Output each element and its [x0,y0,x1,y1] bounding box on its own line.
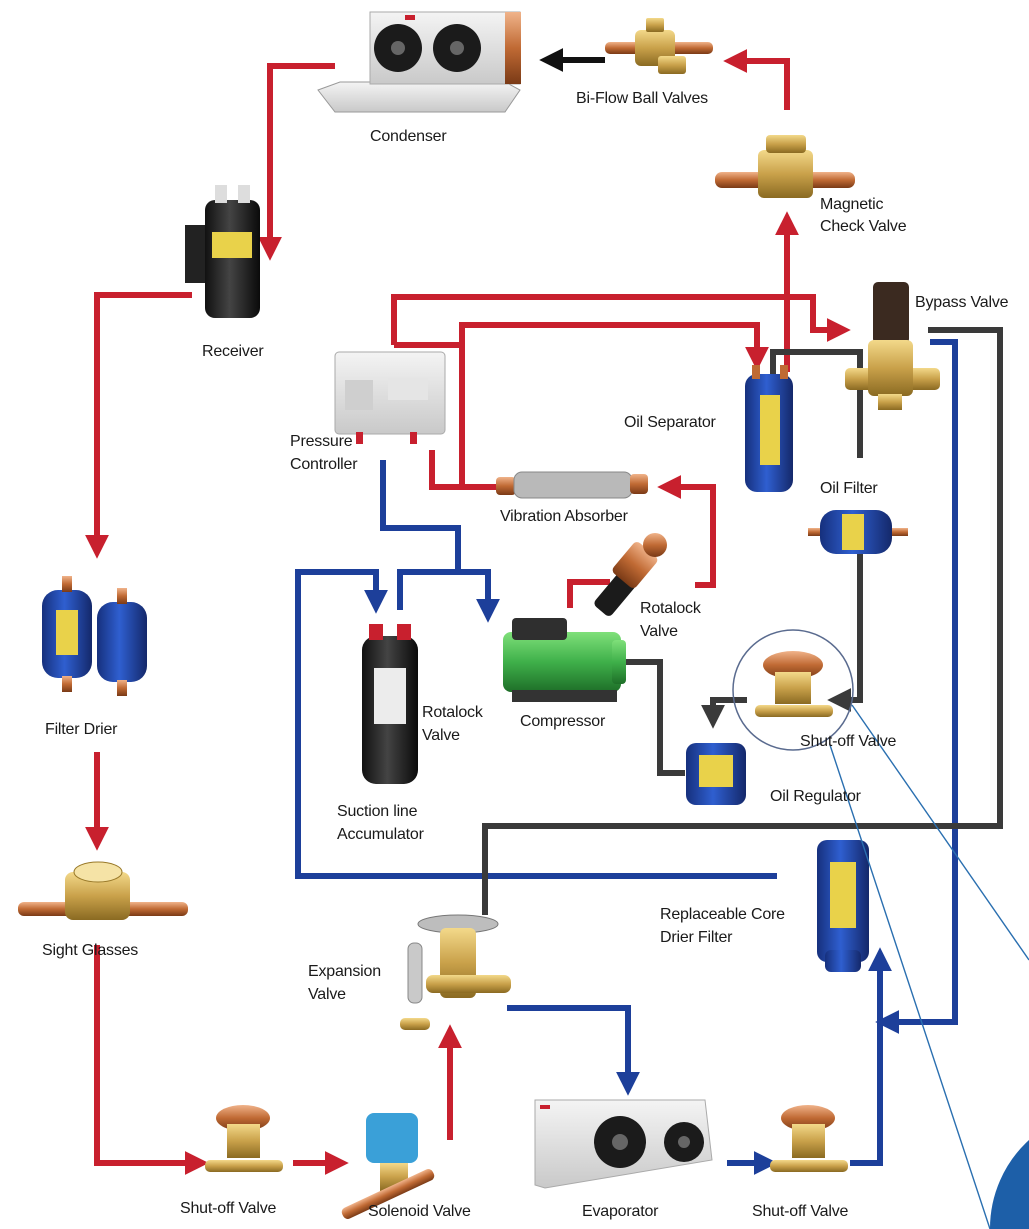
red-lines [85,49,851,1175]
blue-lines [295,339,958,1175]
expansion-valve-label-line1: Expansion [308,963,381,980]
filter-drier-image [42,576,147,696]
magnetic-check-valve-label-line1: Magnetic [820,196,884,213]
vibration-absorber-image [496,471,648,499]
replaceable-core-drier-image [817,840,869,972]
evaporator-image [534,1099,713,1189]
pressure-controller-label-line2: Controller [290,456,358,473]
sight-glasses-label: Sight Glasses [42,942,139,959]
pressure-controller-image [334,351,446,444]
receiver-label: Receiver [202,343,264,360]
suction-accumulator-label-line2: Accumulator [337,826,424,843]
rotalock-valve-acc-label-line2: Valve [422,727,460,744]
shutoff-valve-mid-label: Shut-off Valve [800,733,897,750]
vibration-absorber-label: Vibration Absorber [500,508,628,525]
oil-regulator-label: Oil Regulator [770,788,861,805]
solenoid-valve-image [341,1113,435,1219]
compressor-label: Compressor [520,713,606,730]
magnetic-check-valve-image [715,135,855,198]
sight-glass-image [18,861,188,920]
condenser-image [317,11,521,113]
callout-lines [829,704,1029,1229]
shutoff-valve-right-label: Shut-off Valve [752,1203,849,1220]
bypass-valve-label: Bypass Valve [915,294,1009,311]
expansion-valve-label-line2: Valve [308,986,346,1003]
rotalock-valve-top-image [594,533,667,616]
pressure-controller-label-line1: Pressure [290,433,353,450]
solenoid-valve-label: Solenoid Valve [368,1203,471,1220]
oil-filter-label: Oil Filter [820,480,878,497]
shutoff-valve-right-image [770,1105,848,1172]
compressor-image [503,618,626,702]
filter-drier-label: Filter Drier [45,721,118,738]
bi-flow-ball-valves-label: Bi-Flow Ball Valves [576,90,708,107]
evaporator-label: Evaporator [582,1203,659,1220]
oil-filter-image [808,510,908,554]
bypass-valve-image [845,282,940,410]
bi-flow-ball-valve-image [605,18,713,74]
gray-lines [482,327,1003,915]
rotalock-valve-top-label-line2: Valve [640,623,678,640]
suction-accumulator-image [362,624,418,784]
expansion-valve-image [400,914,511,1030]
shutoff-valve-left-label: Shut-off Valve [180,1200,277,1217]
oil-separator-label: Oil Separator [624,414,716,431]
rotalock-valve-acc-label-line1: Rotalock [422,704,483,721]
replaceable-core-label-line2: Drier Filter [660,929,733,946]
replaceable-core-label-line1: Replaceable Core [660,906,785,923]
oil-regulator-image [686,743,746,805]
magnetic-check-valve-label-line2: Check Valve [820,218,907,235]
suction-accumulator-label-line1: Suction line [337,803,418,820]
shutoff-valve-mid-image [732,629,854,751]
receiver-image [185,185,260,318]
shutoff-valve-left-image [205,1105,283,1172]
oil-separator-image [745,365,793,492]
condenser-label: Condenser [370,128,447,145]
rotalock-valve-top-label-line1: Rotalock [640,600,701,617]
